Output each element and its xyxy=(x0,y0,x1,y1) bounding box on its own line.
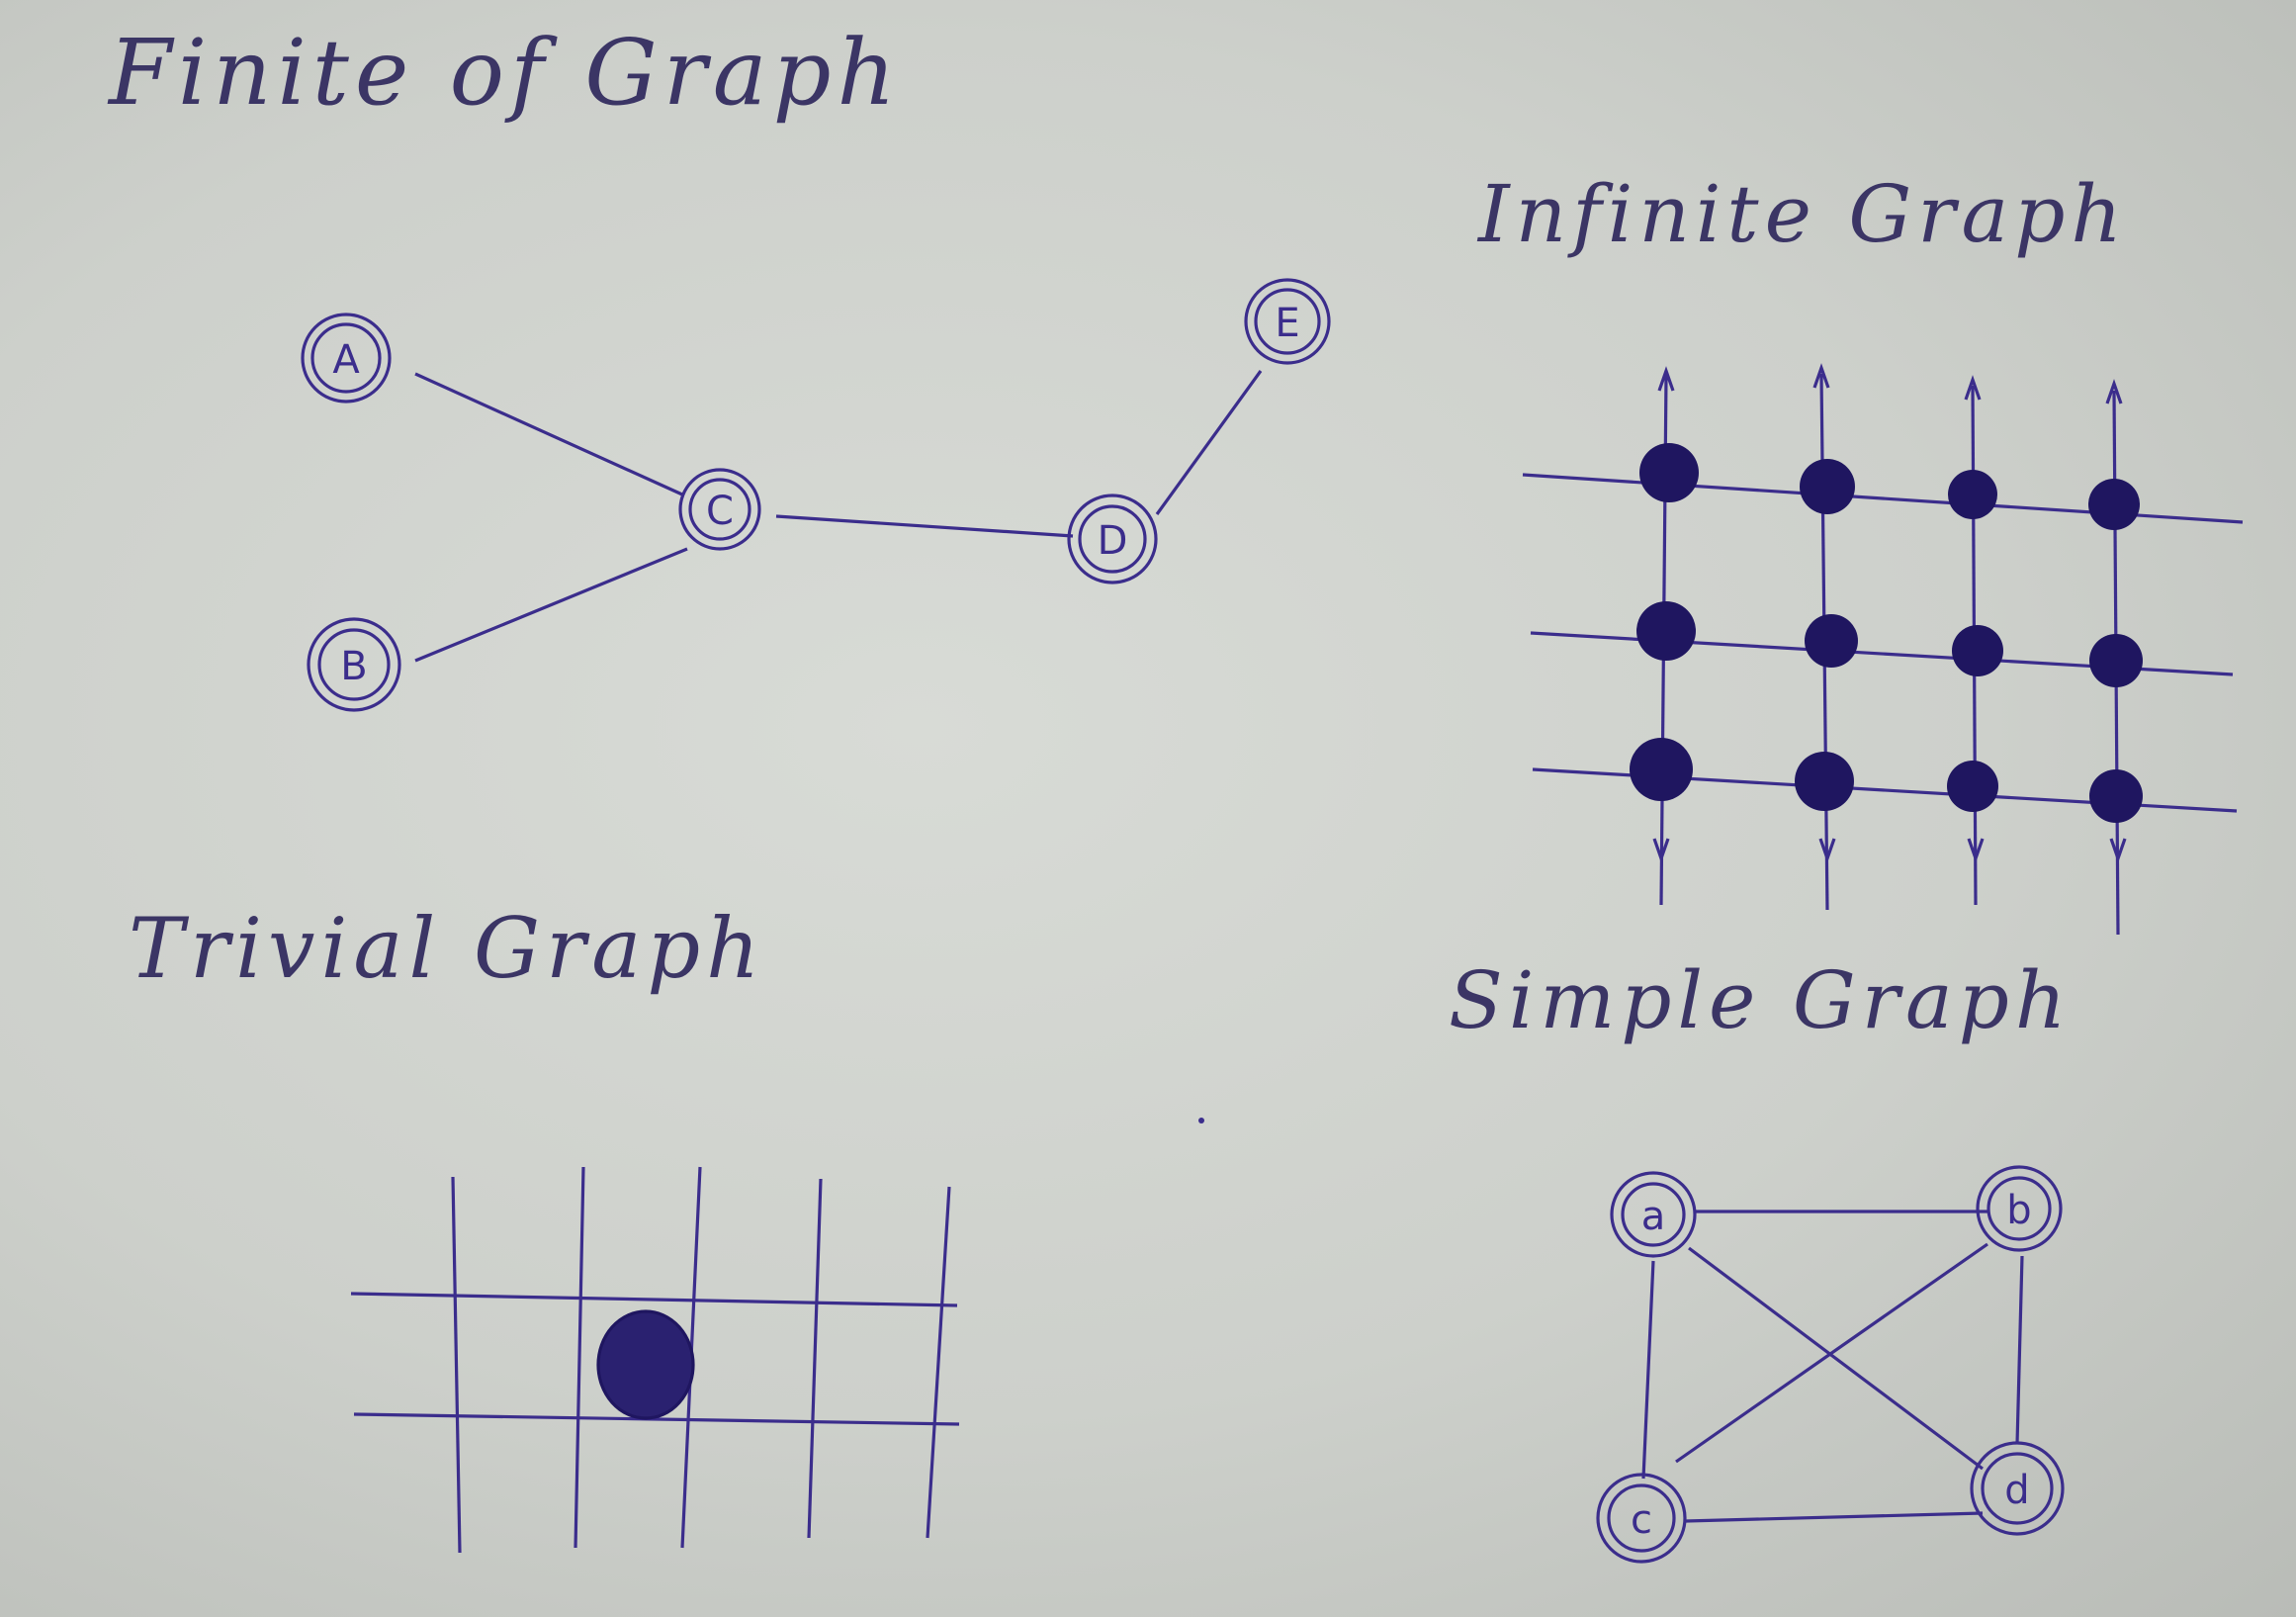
lattice-vertex xyxy=(1800,459,1855,514)
edge-b-c xyxy=(1675,1242,1988,1464)
trivial-graph xyxy=(350,1166,960,1554)
grid-col-line-2 xyxy=(574,1166,585,1549)
grid-row-line-2 xyxy=(353,1412,960,1426)
node-label-A: A xyxy=(332,337,360,383)
lattice-vertices xyxy=(1630,443,2143,823)
edge-a-c xyxy=(1641,1260,1655,1480)
lattice-vertex xyxy=(1805,614,1858,668)
edge-B-C xyxy=(414,547,688,663)
node-label-a: a xyxy=(1641,1194,1666,1239)
node-d: d xyxy=(1970,1441,2065,1536)
trivial-graph-title: Trivial Graph xyxy=(129,900,766,997)
node-label-E: E xyxy=(1275,301,1299,346)
grid-col-line-5 xyxy=(926,1186,951,1539)
simple-graph-title: Simple Graph xyxy=(1449,954,2073,1046)
edge-b-d xyxy=(2015,1255,2024,1445)
grid-col-line-1 xyxy=(451,1176,462,1554)
node-label-b: b xyxy=(2006,1188,2031,1233)
lattice-vertex xyxy=(1636,601,1696,661)
single-vertex xyxy=(596,1309,695,1420)
node-c: c xyxy=(1596,1473,1687,1564)
infinite-graph-title: Infinite Graph xyxy=(1478,168,2128,260)
edge-c-d xyxy=(1685,1511,1984,1523)
node-b: b xyxy=(1976,1165,2063,1252)
edge-A-C xyxy=(414,372,683,496)
lattice-arrow-tips xyxy=(1652,363,2127,863)
edge-D-E xyxy=(1155,370,1263,515)
node-C: C xyxy=(678,468,761,551)
node-a: a xyxy=(1610,1171,1697,1258)
node-B: B xyxy=(307,617,401,712)
node-label-D: D xyxy=(1098,518,1128,564)
edge-C-D xyxy=(775,514,1074,538)
lattice-vertex xyxy=(2088,479,2140,530)
node-A: A xyxy=(301,313,392,404)
finite-graph: A B C D E xyxy=(301,278,1331,712)
edge-a-d xyxy=(1688,1246,1984,1471)
infinite-graph xyxy=(1522,363,2244,936)
node-label-c: c xyxy=(1631,1497,1652,1543)
lattice-vertex xyxy=(1948,470,1997,519)
node-label-C: C xyxy=(706,489,734,534)
lattice-vertex xyxy=(1630,738,1693,801)
ink-speck xyxy=(1198,1118,1204,1123)
lattice-vertex xyxy=(1952,625,2003,676)
node-label-d: d xyxy=(2004,1468,2029,1513)
finite-graph-title: Finite of Graph xyxy=(109,20,902,126)
lattice-vertex xyxy=(1947,761,1998,812)
grid-row-line-1 xyxy=(350,1292,958,1307)
lattice-vertex xyxy=(2089,634,2143,687)
node-D: D xyxy=(1067,494,1158,584)
grid-col-line-4 xyxy=(807,1178,823,1539)
lattice-vertex xyxy=(1795,752,1854,811)
simple-graph: a b c d xyxy=(1596,1165,2065,1564)
lattice-vertex xyxy=(2089,769,2143,823)
node-E: E xyxy=(1244,278,1331,365)
node-label-B: B xyxy=(340,644,367,689)
lattice-vertex xyxy=(1639,443,1699,502)
